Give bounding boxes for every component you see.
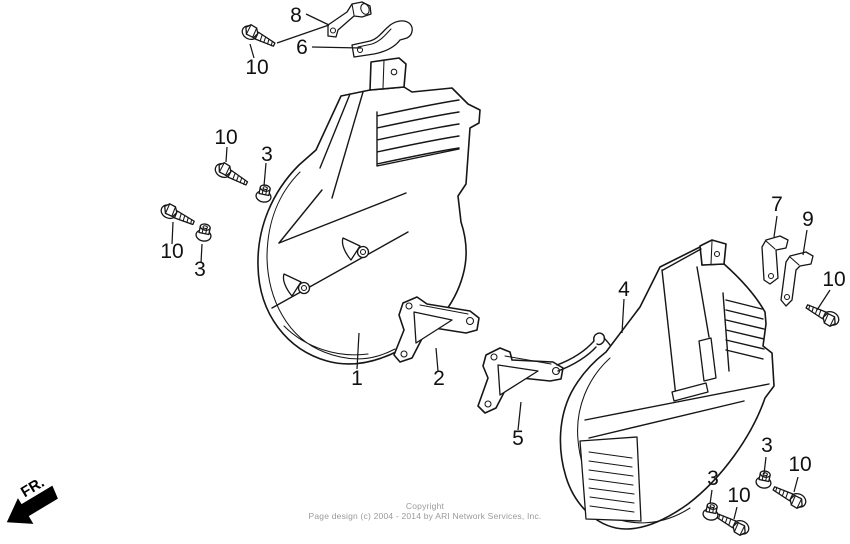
copyright-line1: Copyright	[405, 501, 445, 511]
part-1-top-tab	[369, 57, 407, 91]
part-1-boss-grommet	[356, 245, 370, 259]
part-4-top-tab	[699, 239, 727, 266]
fr-arrow-shape	[6, 485, 58, 524]
part-9-hole	[783, 293, 791, 301]
part-2-hole	[405, 302, 413, 310]
part-5-hole	[484, 400, 492, 408]
callout-label[interactable]: 7	[771, 193, 783, 216]
callout-label[interactable]: 3	[761, 434, 773, 457]
callout-label[interactable]: 4	[618, 278, 630, 301]
part-1-left-cover	[257, 57, 481, 365]
part-5-bracket-wire	[477, 332, 619, 414]
callout-label[interactable]: 2	[433, 367, 445, 390]
part-4-right-cover	[559, 239, 775, 530]
callout-label[interactable]: 10	[822, 268, 845, 291]
callout-label[interactable]: 6	[296, 36, 308, 59]
callout-label[interactable]: 10	[214, 126, 237, 149]
copyright-notice: Copyright Page design (c) 2004 - 2014 by…	[0, 501, 850, 521]
callout-label[interactable]: 10	[245, 56, 268, 79]
part-4-column-lines	[661, 248, 710, 398]
callout-label[interactable]: 5	[512, 427, 524, 450]
part-2-cutout	[413, 311, 453, 344]
part-1-tab-hole	[390, 68, 398, 76]
part-1-boss-cones	[282, 237, 361, 297]
nut-3	[254, 182, 274, 205]
part-4-tab-facet	[710, 240, 713, 265]
part-4-column-foot	[671, 382, 709, 402]
part-1-tab-facet	[382, 59, 385, 89]
part-8-outline	[327, 1, 372, 38]
part-7-outline	[761, 235, 789, 285]
part-9-inner-line	[789, 256, 800, 266]
nut-3	[194, 221, 214, 244]
part-5-hole	[490, 353, 498, 361]
part-6-inner-line	[357, 28, 392, 48]
callout-label[interactable]: 10	[160, 240, 183, 263]
callout-label[interactable]: 8	[290, 4, 302, 27]
part-1-boss-hole	[300, 284, 308, 292]
part-4-column-slot	[698, 337, 717, 382]
part-6-clamp-stay	[351, 20, 413, 58]
bolt-10	[212, 159, 252, 190]
part-7-hole	[767, 272, 775, 280]
part-5-cutout	[497, 364, 539, 396]
part-1-louver-slats	[376, 99, 460, 167]
bolt-10	[802, 300, 842, 330]
part-1-boss-hole	[359, 248, 367, 256]
part-8-boss	[360, 3, 370, 15]
callout-label[interactable]: 9	[802, 208, 814, 231]
bolt-10	[158, 200, 198, 230]
callout-label[interactable]: 10	[727, 484, 750, 507]
leader-lines	[171, 13, 831, 520]
part-9-outline	[780, 251, 814, 307]
part-4-louver-slats	[722, 292, 765, 372]
callout-label[interactable]: 10	[788, 453, 811, 476]
part-8-boss-line	[351, 3, 355, 16]
callout-label[interactable]: 3	[261, 143, 273, 166]
copyright-line2: Page design (c) 2004 - 2014 by ARI Netwo…	[308, 511, 542, 521]
callout-label[interactable]: 1	[351, 367, 363, 390]
part-7-clip	[761, 235, 789, 285]
part-1-panel-creases	[271, 192, 409, 309]
part-2-hole	[465, 316, 475, 326]
part-1-boss-grommet	[297, 281, 311, 295]
part-5-edge-line	[504, 355, 552, 365]
part-2-hole	[400, 350, 408, 358]
callout-label[interactable]: 3	[194, 258, 206, 281]
bolt-10	[239, 21, 279, 51]
part-9-clip	[780, 251, 814, 307]
fr-direction-arrow: FR.	[6, 474, 58, 524]
part-5-outline	[477, 347, 564, 414]
callout-label[interactable]: 3	[707, 467, 719, 490]
part-5-spring-wire	[556, 332, 619, 372]
part-4-vent-slats	[588, 451, 635, 513]
part-2-bracket-arm	[393, 296, 480, 363]
part-8-stay-bracket	[327, 1, 372, 38]
part-8-hole	[329, 27, 337, 34]
part-1-rim-lines	[266, 171, 396, 360]
part-6-outline	[351, 20, 413, 58]
part-1-column-lines	[278, 91, 364, 244]
part-4-vent-box	[579, 436, 642, 522]
part-4-panel-creases	[584, 383, 770, 439]
part-2-edge-line	[419, 304, 469, 315]
part-7-inner-line	[765, 240, 776, 250]
part-4-tab-hole	[713, 250, 721, 258]
callout-numbers: 8 6 10 10 3 10 3 1 2 5 4 7 9 10 3 10 3 1…	[160, 4, 845, 507]
